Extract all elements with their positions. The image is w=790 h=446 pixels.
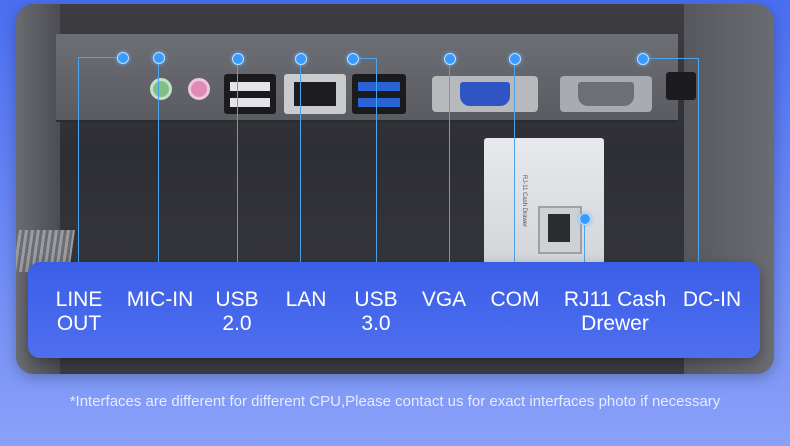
marker-usb3	[347, 53, 359, 65]
usb3-ports	[352, 74, 406, 114]
marker-vga	[444, 53, 456, 65]
marker-lan	[295, 53, 307, 65]
marker-rj11	[579, 213, 591, 225]
label-mic-in: MIC-IN	[126, 288, 194, 311]
footnote: *Interfaces are different for different …	[69, 393, 721, 410]
rj11-jack	[538, 206, 582, 254]
leader-dc-in	[698, 58, 699, 262]
label-dc-in: DC-IN	[682, 288, 742, 311]
marker-com	[509, 53, 521, 65]
line-out-jack	[150, 78, 172, 100]
leader-vga	[449, 58, 450, 262]
leader-rj11	[584, 220, 585, 262]
usb2-ports	[224, 74, 276, 114]
rj11-plate-text: RJ-11 Cash Drawer	[521, 174, 528, 228]
leader-usb2	[237, 58, 238, 262]
label-vga: VGA	[421, 288, 467, 311]
leader-mic-in	[158, 57, 159, 262]
label-usb2: USB 2.0	[215, 288, 259, 335]
marker-line-out	[117, 52, 129, 64]
port-label-bar: LINE OUT MIC-IN USB 2.0 LAN USB 3.0 VGA …	[28, 262, 760, 358]
leader-line-out	[78, 57, 79, 262]
leader-usb3	[376, 58, 377, 262]
marker-dc-in	[637, 53, 649, 65]
leader-dc-in-h	[642, 58, 698, 59]
leader-usb3-h	[352, 58, 376, 59]
dc-in-jack	[666, 72, 696, 100]
marker-usb2	[232, 53, 244, 65]
label-line-out: LINE OUT	[55, 288, 103, 335]
leader-line-out-h	[78, 57, 122, 58]
marker-mic-in	[153, 52, 165, 64]
mic-in-jack	[188, 78, 210, 100]
vga-port	[432, 76, 538, 112]
label-rj11: RJ11 Cash Drewer	[563, 288, 667, 335]
label-com: COM	[490, 288, 540, 311]
leader-lan	[300, 58, 301, 262]
leader-com	[514, 58, 515, 262]
label-lan: LAN	[285, 288, 327, 311]
io-panel	[56, 34, 696, 122]
lan-port	[284, 74, 346, 114]
label-usb3: USB 3.0	[354, 288, 398, 335]
rj11-plate: RJ-11 Cash Drawer	[484, 138, 604, 264]
com-port	[560, 76, 652, 112]
